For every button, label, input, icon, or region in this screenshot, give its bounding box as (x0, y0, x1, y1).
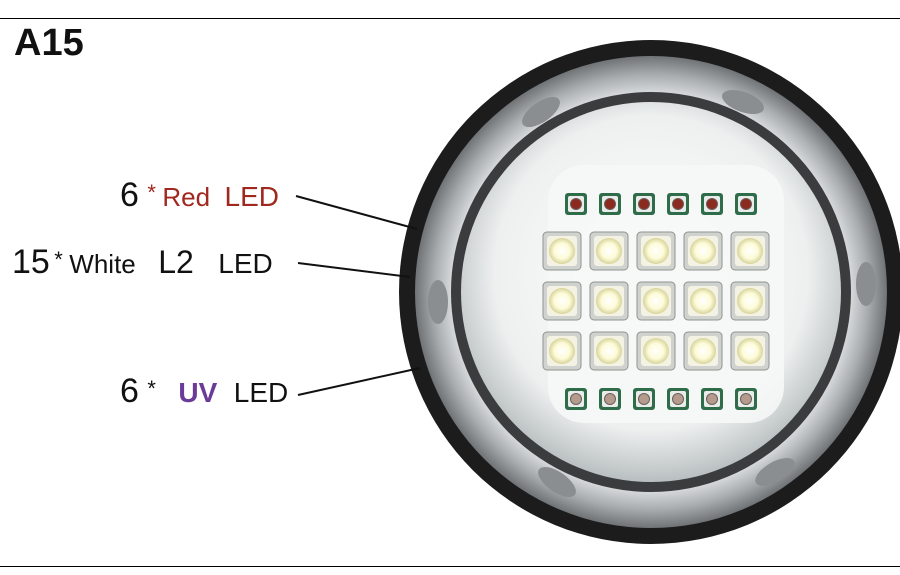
uv-led-count: 6 (120, 372, 139, 410)
white-led (542, 331, 582, 371)
uv-led-name: UV (178, 377, 218, 408)
ring-notch (722, 89, 764, 115)
red-led-star: * (147, 180, 156, 205)
callout-red-led: 6 * Red LED (120, 176, 279, 215)
white-led (542, 281, 582, 321)
uv-led (599, 388, 621, 410)
red-led (633, 193, 655, 215)
uv-led-suffix: LED (233, 377, 289, 408)
leader-line-uv (297, 367, 421, 396)
top-rule (0, 18, 900, 19)
red-led-row (565, 193, 757, 215)
red-led (667, 193, 689, 215)
uv-led (735, 388, 757, 410)
ring-notch (428, 280, 448, 324)
red-led-name: Red (162, 182, 211, 212)
white-led (542, 231, 582, 271)
model-title: A15 (14, 22, 84, 64)
uv-led-star: * (147, 376, 156, 401)
white-led (589, 231, 629, 271)
uv-led (667, 388, 689, 410)
red-led-suffix: LED (224, 181, 280, 212)
ring-notch (538, 466, 576, 498)
leader-line-white (297, 262, 411, 278)
uv-led (633, 388, 655, 410)
white-led-grid (542, 231, 770, 371)
uv-led-row (565, 388, 757, 410)
white-led (683, 331, 723, 371)
white-led (589, 331, 629, 371)
white-led-star: * (54, 247, 63, 272)
white-led-name: White (69, 249, 136, 279)
uv-led (565, 388, 587, 410)
callout-white-led: 15 * White L2 LED (12, 243, 273, 282)
white-led (683, 281, 723, 321)
white-led-type: L2 (158, 244, 194, 280)
white-led (730, 281, 770, 321)
white-led (730, 331, 770, 371)
red-led (565, 193, 587, 215)
white-led (636, 281, 676, 321)
white-led (683, 231, 723, 271)
ring-notch (522, 96, 560, 128)
white-led-suffix: LED (218, 248, 273, 279)
red-led (599, 193, 621, 215)
white-led (730, 231, 770, 271)
ring-notch (856, 262, 876, 306)
white-led (636, 331, 676, 371)
red-led (735, 193, 757, 215)
red-led (701, 193, 723, 215)
white-led (589, 281, 629, 321)
red-led-count: 6 (120, 176, 139, 214)
callout-uv-led: 6 * UV LED (120, 372, 288, 411)
ring-notch (755, 458, 795, 486)
white-led-count: 15 (12, 243, 50, 281)
uv-led (701, 388, 723, 410)
bottom-rule (0, 566, 900, 567)
leader-line-red (295, 195, 418, 230)
white-led (636, 231, 676, 271)
